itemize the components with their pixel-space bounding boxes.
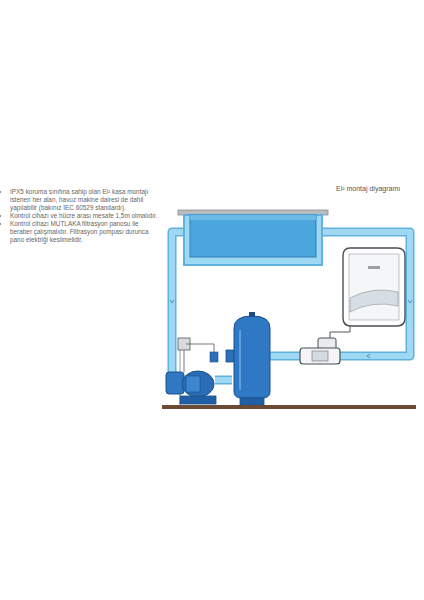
note-text: Kontrol cihazı MUTLAKA filtrasyon panosu… [10,220,160,244]
note-list: IPX5 koruma sınıfına sahip olan Ei² kasa… [2,188,160,244]
note-text: Kontrol cihazı ve hücre arası mesafe 1,5… [10,212,160,220]
diagram-title: Ei² montaj diyagramı [336,185,420,192]
note-text: IPX5 koruma sınıfına sahip olan Ei² kasa… [10,188,160,212]
